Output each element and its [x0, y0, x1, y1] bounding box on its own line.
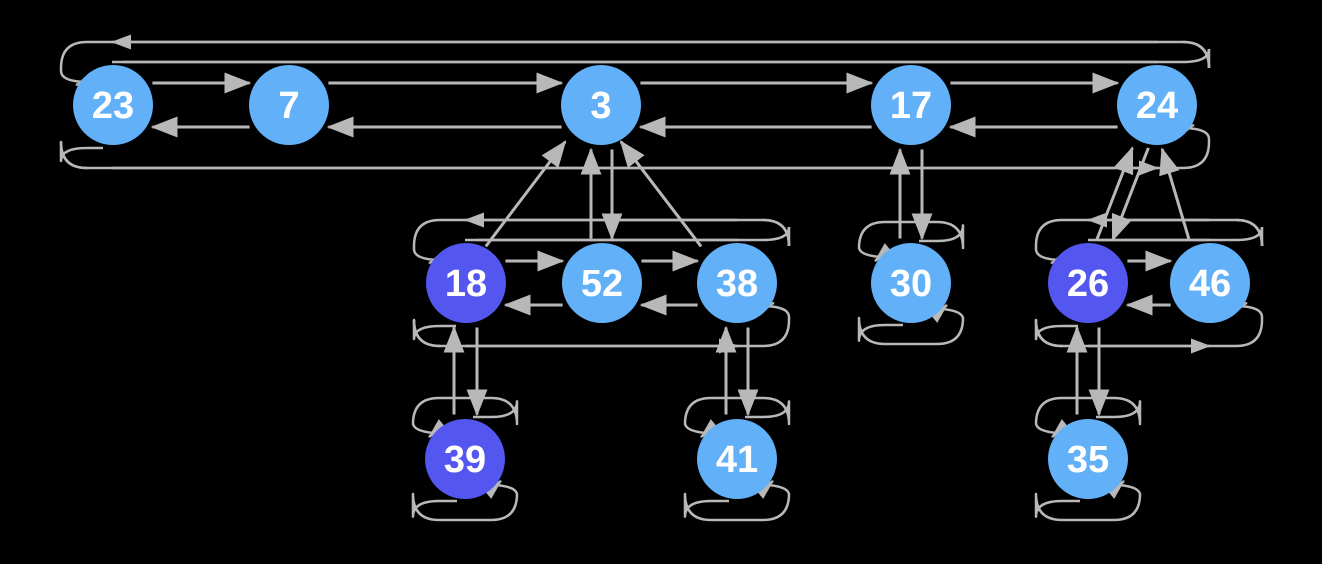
self-loop-corner-23-bottomleft [59, 141, 88, 170]
self-loop-30-upper [857, 220, 965, 262]
self-loop-41-upper [683, 396, 791, 438]
edges-layer [150, 72, 1191, 417]
self-loop-35-upper [1034, 396, 1142, 438]
node-circle-38[interactable] [697, 243, 777, 323]
edge-38-to-3 [619, 140, 703, 248]
node-label-52: 52 [581, 263, 623, 305]
graph-node-30[interactable]: 30 [871, 243, 951, 323]
node-circle-24[interactable] [1117, 65, 1197, 145]
node-circle-3[interactable] [561, 65, 641, 145]
self-loop-23-lower [59, 140, 1160, 176]
graph-node-38[interactable]: 38 [697, 243, 777, 323]
self-loop-corner-26-bottomleft [1034, 319, 1063, 348]
node-circle-23[interactable] [73, 65, 153, 145]
self-loop-26-lower [1034, 318, 1212, 354]
node-circle-18[interactable] [426, 243, 506, 323]
self-loop-41-lower [683, 480, 791, 522]
graph-node-24[interactable]: 24 [1117, 65, 1197, 145]
graph-node-23[interactable]: 23 [73, 65, 153, 145]
self-loop-corner-24-topright [1182, 40, 1211, 69]
node-label-26: 26 [1067, 263, 1109, 305]
self-loop-corner-18-bottomleft [412, 319, 441, 348]
self-loop-38-upper [465, 220, 791, 247]
edge-46-to-24 [1159, 147, 1191, 240]
self-loops-layer [59, 40, 1264, 522]
edge-24-to-26 [1111, 147, 1150, 242]
node-circle-17[interactable] [871, 65, 951, 145]
node-label-3: 3 [590, 85, 611, 127]
node-circle-46[interactable] [1170, 243, 1250, 323]
graph-node-18[interactable]: 18 [426, 243, 506, 323]
graph-node-46[interactable]: 46 [1170, 243, 1250, 323]
node-label-30: 30 [890, 263, 932, 305]
node-label-17: 17 [890, 85, 932, 127]
node-label-23: 23 [92, 85, 134, 127]
node-circle-30[interactable] [871, 243, 951, 323]
self-loop-24-lower [112, 123, 1211, 170]
graph-node-7[interactable]: 7 [249, 65, 329, 145]
node-label-35: 35 [1067, 439, 1109, 481]
node-label-46: 46 [1189, 263, 1231, 305]
self-loop-35-lower [1034, 480, 1142, 522]
graph-node-17[interactable]: 17 [871, 65, 951, 145]
node-label-18: 18 [445, 263, 487, 305]
nodes-layer: 23 7 3 17 24 18 52 38 30 26 46 39 41 35 [73, 65, 1250, 499]
graph-node-3[interactable]: 3 [561, 65, 641, 145]
node-label-24: 24 [1136, 85, 1178, 127]
graph-node-52[interactable]: 52 [562, 243, 642, 323]
self-loop-corner-38-topright [762, 218, 791, 247]
node-circle-41[interactable] [697, 419, 777, 499]
graph-node-41[interactable]: 41 [697, 419, 777, 499]
node-label-39: 39 [444, 439, 486, 481]
node-circle-52[interactable] [562, 243, 642, 323]
self-loop-corner-46-topright [1235, 218, 1264, 247]
self-loop-38-lower [465, 301, 791, 348]
node-label-7: 7 [278, 85, 299, 127]
graph-node-26[interactable]: 26 [1048, 243, 1128, 323]
self-loop-18-lower [412, 318, 740, 354]
edge-26-to-24 [1095, 146, 1134, 241]
node-circle-39[interactable] [425, 419, 505, 499]
self-loop-46-lower [1088, 301, 1264, 348]
node-circle-7[interactable] [249, 65, 329, 145]
self-loop-39-upper [411, 396, 519, 438]
self-loop-30-lower [857, 304, 965, 346]
node-label-38: 38 [716, 263, 758, 305]
graph-node-39[interactable]: 39 [425, 419, 505, 499]
edge-18-to-3 [484, 140, 567, 248]
self-loop-24-upper [112, 42, 1211, 69]
graph-node-35[interactable]: 35 [1048, 419, 1128, 499]
self-loop-39-lower [411, 480, 519, 522]
node-label-41: 41 [716, 439, 758, 481]
node-circle-35[interactable] [1048, 419, 1128, 499]
node-circle-26[interactable] [1048, 243, 1128, 323]
